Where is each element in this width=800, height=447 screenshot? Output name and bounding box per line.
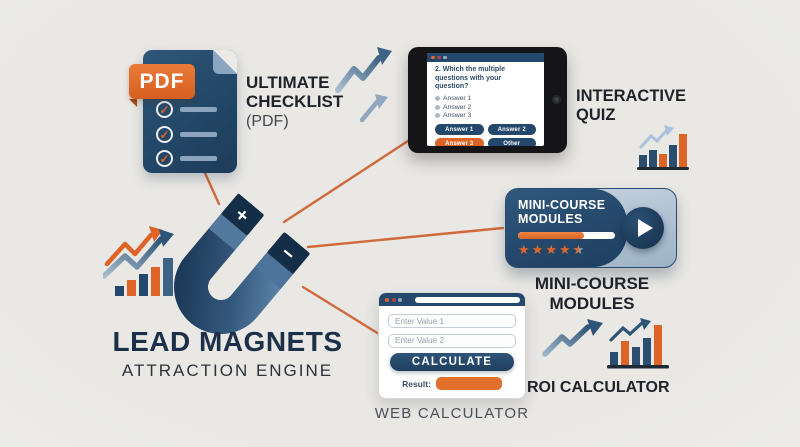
minicourse-info-panel: MINI-COURSE MODULES xyxy=(506,189,627,267)
quiz-answer1-button[interactable]: Answer 1 xyxy=(435,124,484,136)
quiz-option[interactable]: Answer 3 xyxy=(435,112,536,121)
page-title-block: LEAD MAGNETS ATTRACTION ENGINE xyxy=(95,326,360,381)
checklist-row xyxy=(156,126,217,143)
pdf-badge-fold xyxy=(129,99,137,107)
pdf-badge: PDF xyxy=(129,64,195,99)
calculator-caption: WEB CALCULATOR xyxy=(374,405,530,422)
radio-icon xyxy=(435,113,440,119)
page-title: LEAD MAGNETS xyxy=(112,326,343,357)
value2-input[interactable] xyxy=(388,333,516,348)
window-dot-icon xyxy=(391,297,396,302)
tablet-device: 2. Which the multiple questions with you… xyxy=(408,47,567,153)
connector-calculator xyxy=(301,285,381,336)
quiz-other-button[interactable]: Other xyxy=(487,138,536,146)
quiz-titlebar xyxy=(427,53,544,62)
camera-icon xyxy=(552,95,561,104)
quiz-question: 2. Which the multiple questions with you… xyxy=(435,66,506,90)
checklist-caption: ULTIMATE CHECKLIST (PDF) xyxy=(246,73,343,131)
checkmark-icon xyxy=(156,101,173,118)
growth-arrow-icon xyxy=(335,47,392,123)
value1-input[interactable] xyxy=(388,314,516,328)
checkmark-icon xyxy=(156,126,173,143)
star-icon xyxy=(518,243,530,256)
browser-titlebar xyxy=(379,293,525,306)
play-button[interactable] xyxy=(622,207,664,249)
window-dot-icon xyxy=(398,297,402,302)
progress-fill xyxy=(518,232,584,239)
quiz-caption: INTERACTIVE QUIZ xyxy=(576,87,687,124)
star-icon xyxy=(532,243,544,256)
window-dot-icon xyxy=(443,55,447,60)
result-label: Result: xyxy=(402,378,431,389)
minicourse-caption: MINI-COURSE MODULES xyxy=(534,274,650,313)
result-field xyxy=(435,377,502,390)
checklist-row xyxy=(156,150,217,167)
quiz-option[interactable]: Answer 1 xyxy=(435,94,536,103)
checklist-row xyxy=(156,101,217,118)
bar-chart-icon xyxy=(607,318,669,369)
page-fold-icon xyxy=(213,50,237,74)
checklist-caption-line1: ULTIMATE xyxy=(246,73,330,92)
trend-arrow-icon xyxy=(542,319,603,357)
progress-bar xyxy=(518,232,615,239)
connector-checklist xyxy=(203,171,221,206)
magnet-icon: + − xyxy=(174,194,310,334)
star-rating xyxy=(518,243,615,256)
play-icon xyxy=(637,219,653,237)
star-icon xyxy=(559,243,571,256)
checklist-caption-line3: (PDF) xyxy=(246,113,289,130)
calculator-window: CALCULATE Result: xyxy=(378,292,526,399)
quiz-answer2-button[interactable]: Answer 2 xyxy=(487,124,536,136)
url-bar[interactable] xyxy=(415,296,520,303)
radio-icon xyxy=(435,104,440,110)
window-dot-icon xyxy=(437,55,441,60)
calculate-button[interactable]: CALCULATE xyxy=(390,353,514,371)
window-dot-icon xyxy=(385,297,389,302)
roi-caption: ROI CALCULATOR xyxy=(527,379,670,396)
growth-chart-icon xyxy=(103,226,174,296)
minicourse-card-title-line2: MODULES xyxy=(518,212,583,226)
star-icon xyxy=(545,243,557,256)
quiz-answer3-button[interactable]: Answer 3 xyxy=(435,138,484,146)
checklist-caption-line2: CHECKLIST xyxy=(246,92,344,111)
quiz-screen: 2. Which the multiple questions with you… xyxy=(427,53,544,146)
radio-icon xyxy=(435,95,440,101)
star-half-icon xyxy=(573,243,585,256)
checkmark-icon xyxy=(156,150,173,167)
connector-minicourse xyxy=(306,226,505,249)
minicourse-card: MINI-COURSE MODULES xyxy=(505,188,677,268)
connector-quiz xyxy=(282,137,413,224)
quiz-options: Answer 1 Answer 2 Answer 3 xyxy=(435,94,536,120)
page-subtitle: ATTRACTION ENGINE xyxy=(121,361,334,380)
window-dot-icon xyxy=(431,55,435,60)
bar-chart-icon xyxy=(637,125,689,170)
minicourse-card-title-line1: MINI-COURSE xyxy=(518,198,606,212)
quiz-option[interactable]: Answer 2 xyxy=(435,103,536,112)
